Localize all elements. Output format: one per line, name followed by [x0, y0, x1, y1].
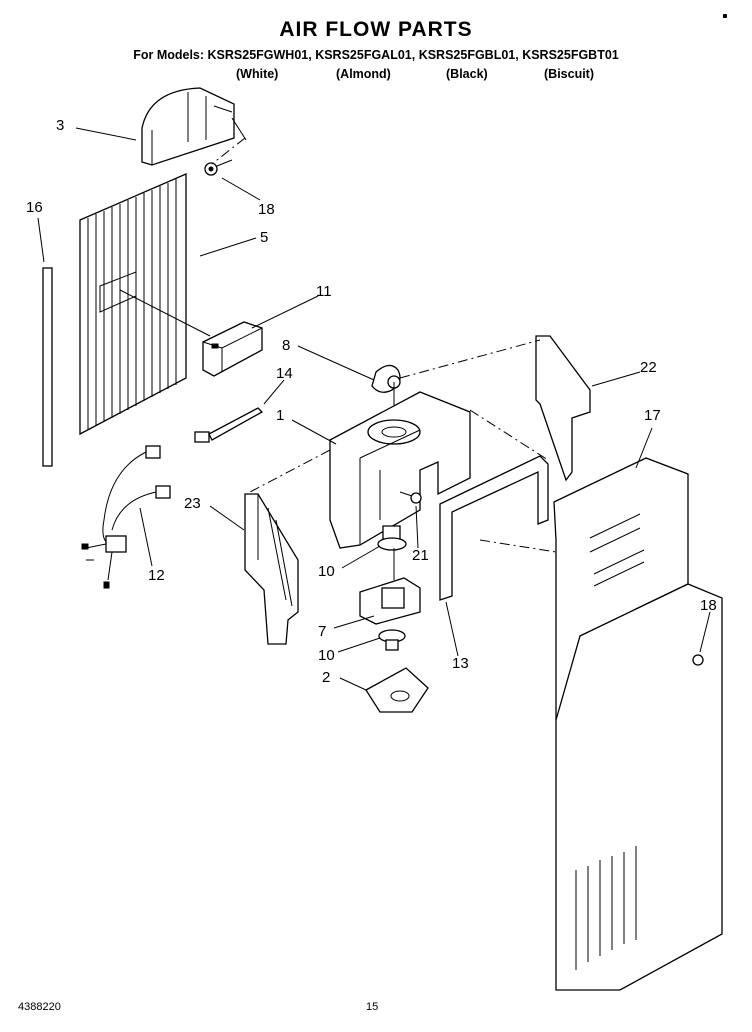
part-14-heater — [194, 407, 264, 443]
leader-lines — [37, 127, 711, 691]
callout-10-upper: 10 — [318, 563, 335, 580]
callout-1: 1 — [276, 407, 284, 424]
callout-2: 2 — [322, 669, 330, 686]
alignment-line-mid — [249, 409, 557, 553]
part-7-fan-motor — [359, 548, 421, 625]
callout-8: 8 — [282, 337, 290, 354]
callout-23: 23 — [184, 495, 201, 512]
page-title: AIR FLOW PARTS — [279, 18, 473, 41]
part-1-fan-housing — [329, 391, 471, 549]
callout-11: 11 — [316, 283, 332, 300]
part-22-baffle — [535, 335, 591, 482]
alignment-line-top — [211, 137, 541, 379]
callout-3: 3 — [56, 117, 64, 134]
part-10-grommet-lower — [378, 629, 406, 651]
callout-18: 18 — [258, 201, 275, 218]
part-2-motor-bracket — [365, 667, 429, 713]
color-white: (White) — [236, 67, 279, 81]
callout-21: 21 — [412, 547, 429, 564]
corner-mark: ▪ — [722, 8, 728, 25]
callout-5: 5 — [260, 229, 268, 246]
color-black: (Black) — [446, 67, 488, 81]
part-11-bracket — [202, 321, 263, 377]
part-13-channel — [439, 455, 549, 601]
callout-10-lower: 10 — [318, 647, 335, 664]
part-18-screw-top — [204, 159, 233, 176]
callout-7: 7 — [318, 623, 326, 640]
models-line: For Models: KSRS25FGWH01, KSRS25FGAL01, … — [133, 48, 619, 62]
callout-18-lower: 18 — [700, 597, 717, 614]
color-almond: (Almond) — [336, 67, 391, 81]
part-18-screw-bottom — [692, 654, 704, 666]
part-12-wire-harness — [81, 445, 171, 589]
part-16-gasket — [42, 267, 53, 467]
page-number: 15 — [366, 1001, 379, 1013]
callout-17: 17 — [644, 407, 661, 424]
document-number: 4388220 — [18, 1001, 61, 1013]
part-21-screw — [399, 491, 422, 504]
part-23-side-panel — [244, 493, 299, 645]
callout-14: 14 — [276, 365, 293, 382]
callout-13: 13 — [452, 655, 469, 672]
callout-22: 22 — [640, 359, 657, 376]
lower-rear-panel — [555, 583, 723, 991]
callout-16: 16 — [26, 199, 43, 216]
color-biscuit: (Biscuit) — [544, 67, 594, 81]
part-5-grille — [79, 173, 211, 436]
part-3-duct-cover — [141, 87, 247, 166]
part-10-grommet-upper — [377, 525, 407, 551]
callout-12: 12 — [148, 567, 165, 584]
